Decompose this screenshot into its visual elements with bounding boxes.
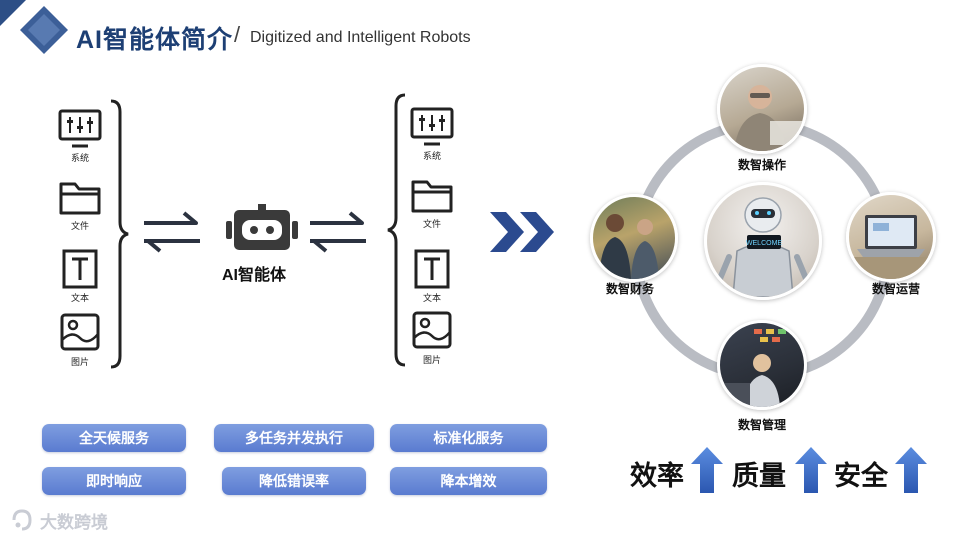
right-item-text: 文本 [402,248,462,304]
brand-logo-icon [8,508,38,532]
node-label-operation: 数智操作 [738,156,786,173]
node-marketing-photo [846,192,936,282]
benefit-pill: 即时响应 [42,467,186,495]
text-icon [56,248,104,290]
person-icon [720,67,804,151]
folder-icon [408,176,456,216]
left-item-label: 系统 [50,151,110,164]
up-arrow-icon [690,446,724,494]
double-arrow-left-icon [140,208,204,254]
right-item-label: 系统 [402,149,462,162]
benefit-pill: 全天候服务 [42,424,186,452]
title-separator: / [234,22,240,48]
node-label-management: 数智管理 [738,416,786,433]
left-bracket [108,98,130,370]
logo-diamonds-icon [0,0,80,70]
node-operation-photo [717,64,807,154]
node-label-marketing: 数智运营 [872,280,920,297]
up-arrow-icon [794,446,828,494]
left-item-label: 图片 [50,355,110,368]
right-item-system: 系统 [402,106,462,162]
settings-panel-icon [408,106,456,148]
left-item-system: 系统 [50,108,110,164]
folder-icon [56,178,104,218]
page-title: AI智能体简介 [76,20,233,56]
brand-name: 大数跨境 [40,508,108,533]
benefit-pill: 多任务并发执行 [214,424,374,452]
agent-label: AI智能体 [222,261,286,285]
meeting-icon [720,323,804,407]
node-label-finance: 数智财务 [606,280,654,297]
left-item-label: 文本 [50,291,110,304]
center-robot-image: WELCOME [704,182,822,300]
laptop-icon [849,195,933,279]
right-item-label: 文件 [402,217,462,230]
kpi-quality: 质量 [732,454,786,493]
left-item-text: 文本 [50,248,110,304]
benefit-pill: 标准化服务 [390,424,547,452]
chevron-right-icon [490,212,556,252]
right-item-file: 文件 [402,176,462,230]
left-item-label: 文件 [50,219,110,232]
text-icon [408,248,456,290]
kpi-safety: 安全 [834,454,888,493]
settings-panel-icon [56,108,104,150]
node-management-photo [717,320,807,410]
people-icon [593,197,675,279]
welcome-sign: WELCOME [746,240,783,247]
right-item-image: 图片 [402,310,462,366]
left-item-image: 图片 [50,312,110,368]
robot-icon: WELCOME [707,185,819,297]
robot-head-icon [224,203,300,255]
right-item-label: 文本 [402,291,462,304]
double-arrow-right-icon [306,208,370,254]
right-item-label: 图片 [402,353,462,366]
node-finance-photo [590,194,678,282]
image-icon [56,312,104,354]
benefit-pill: 降本增效 [390,467,547,495]
kpi-efficiency: 效率 [630,454,684,493]
up-arrow-icon [894,446,928,494]
image-icon [408,310,456,352]
benefit-pill: 降低错误率 [222,467,366,495]
page-subtitle: Digitized and Intelligent Robots [250,29,471,47]
left-item-file: 文件 [50,178,110,232]
